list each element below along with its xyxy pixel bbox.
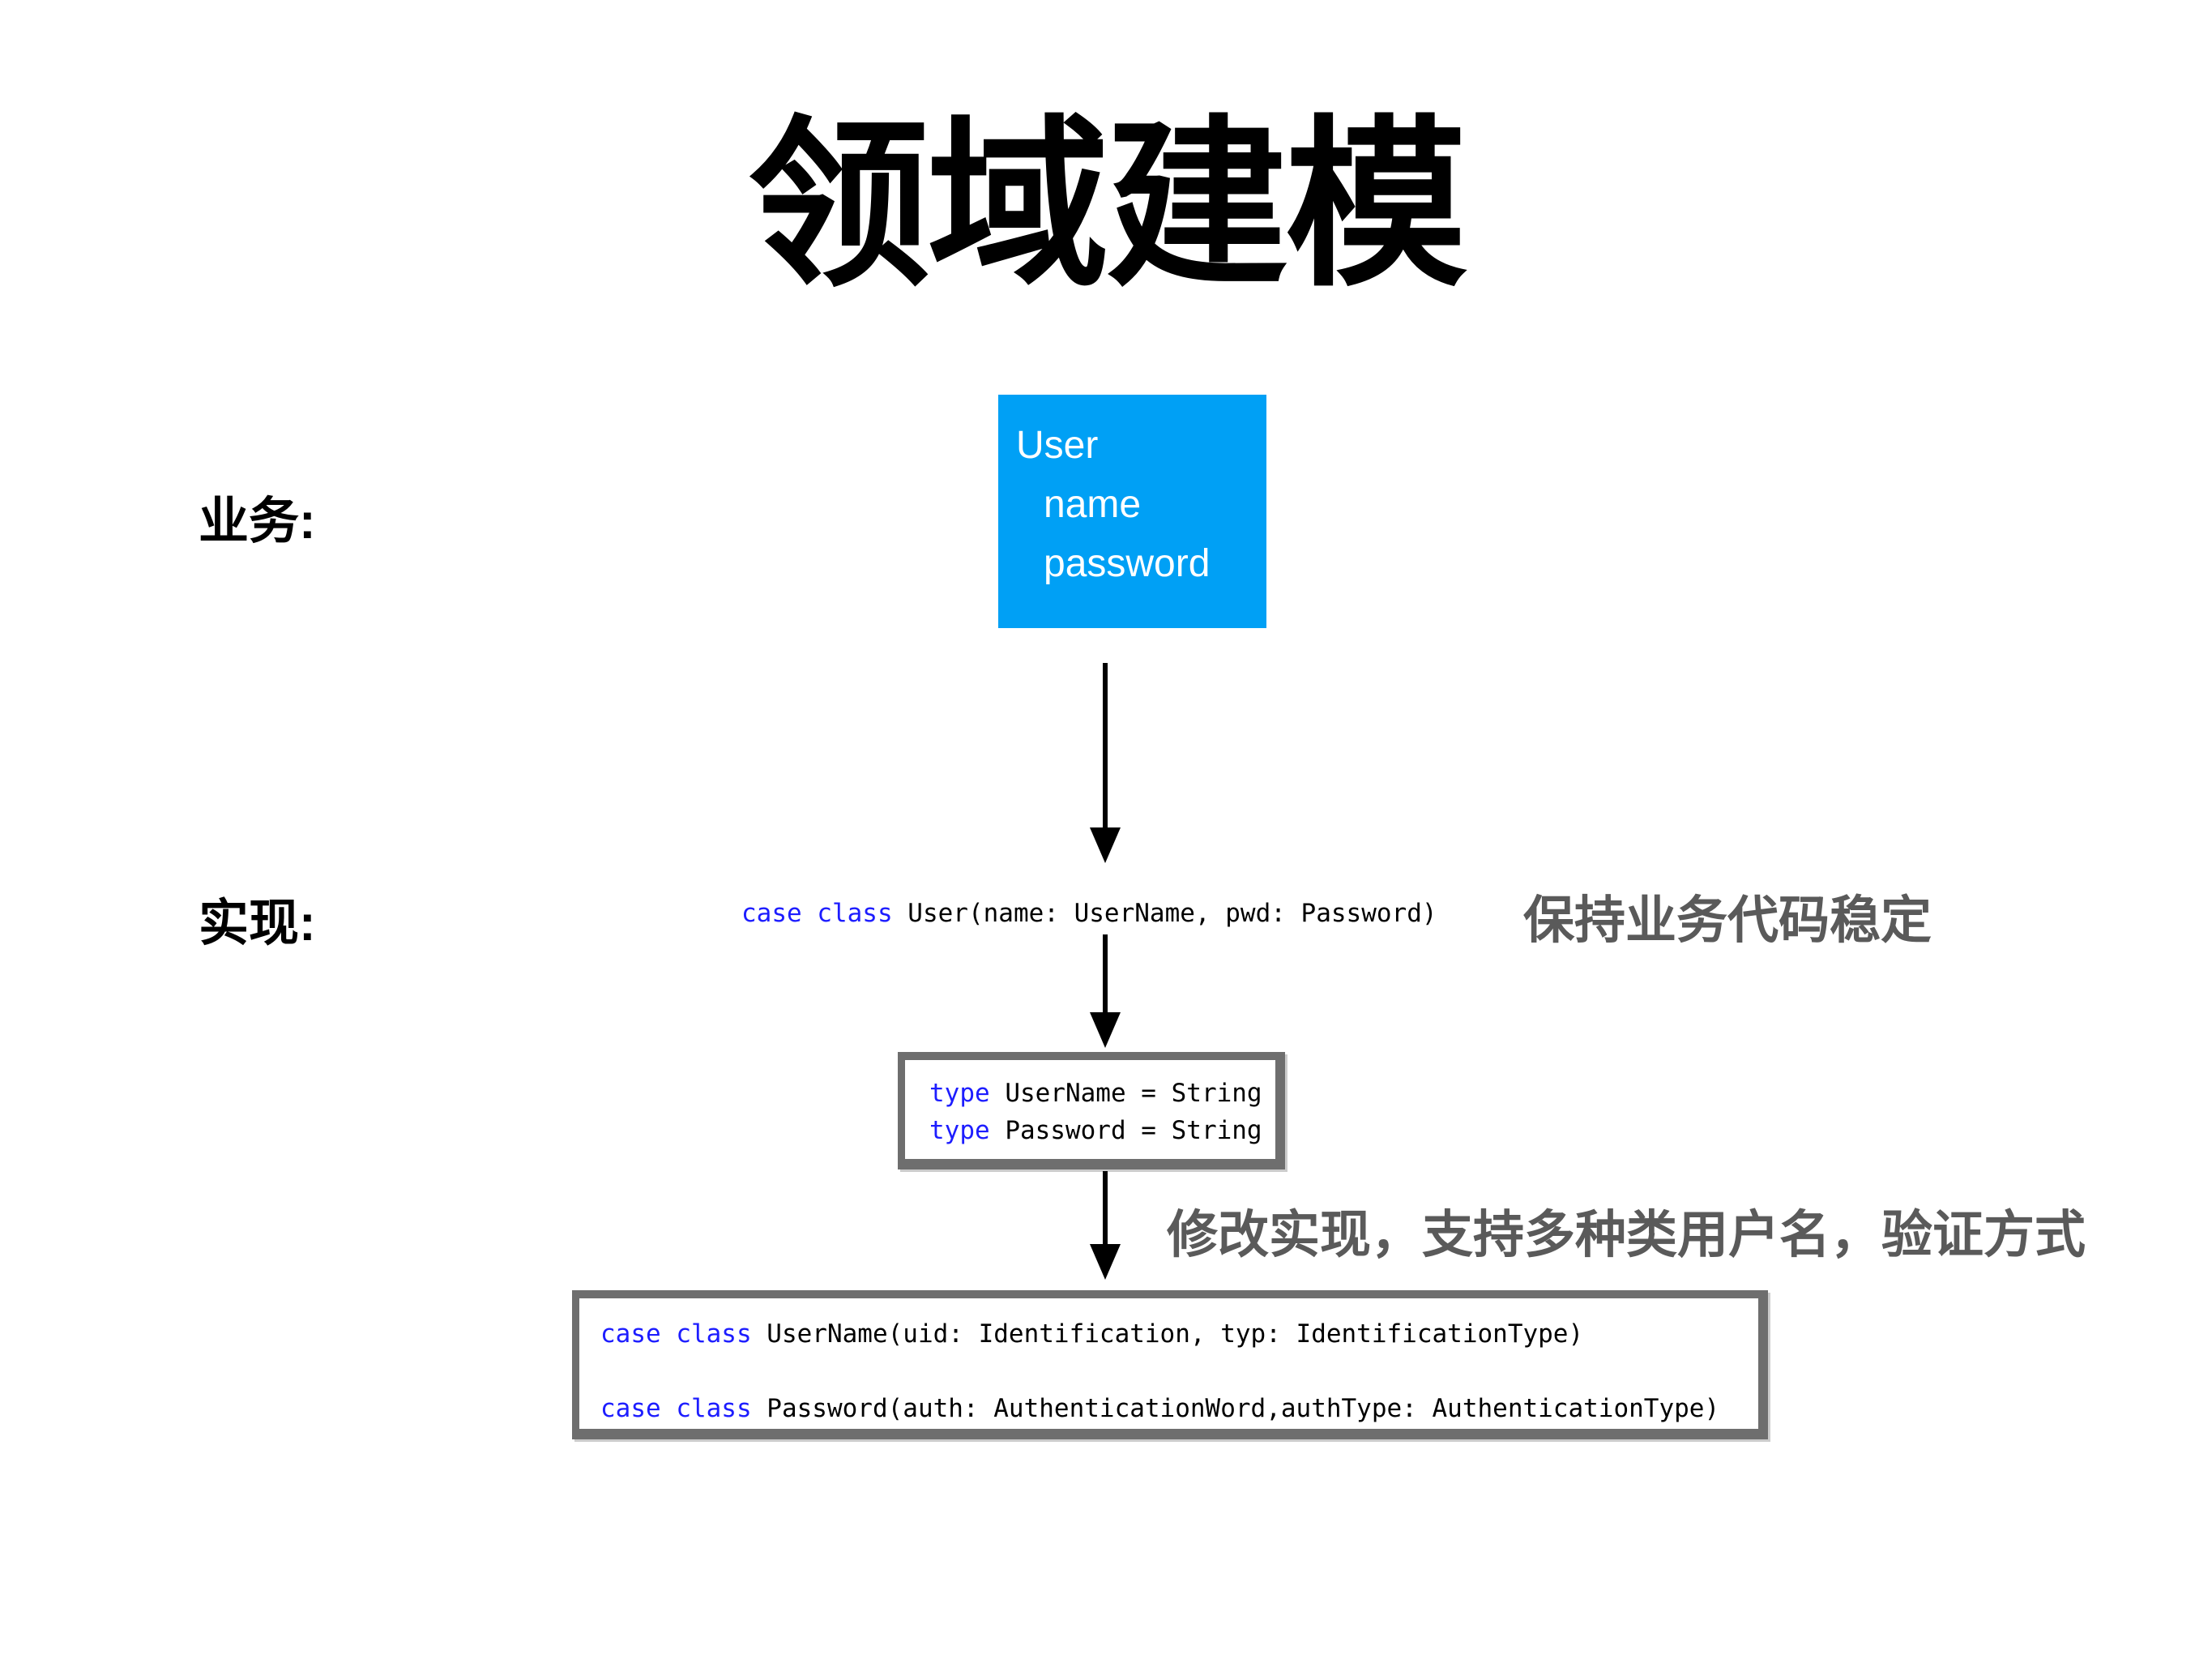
code-body: Password = String — [989, 1116, 1262, 1145]
user-case-class-code: case class User(name: UserName, pwd: Pas… — [741, 897, 1437, 930]
type-alias-password: type Password = String — [929, 1112, 1275, 1149]
case-class-username: case class UserName(uid: Identification,… — [600, 1316, 1758, 1352]
case-class-box: case class UserName(uid: Identification,… — [572, 1290, 1768, 1439]
code-keyword: type — [929, 1079, 990, 1108]
arrow-shaft — [1103, 934, 1108, 1012]
arrow-head — [1090, 1012, 1121, 1048]
implementation-label: 实现: — [199, 896, 316, 951]
entity-name: User — [1016, 424, 1099, 467]
business-label: 业务: — [199, 494, 316, 549]
code-body: UserName = String — [989, 1079, 1262, 1108]
flow-arrow-code-to-types-icon — [1090, 934, 1121, 1048]
code-keyword: case class — [741, 899, 893, 928]
code-body: UserName(uid: Identification, typ: Ident… — [751, 1319, 1584, 1349]
entity-field-password: password — [1044, 542, 1211, 585]
page-title: 领域建模 — [748, 103, 1467, 307]
arrow-shaft — [1103, 663, 1108, 827]
note-keep-business-code-stable: 保持业务代码稳定 — [1523, 892, 1932, 949]
flow-arrow-business-to-code-icon — [1090, 663, 1121, 863]
note-modify-implementation: 修改实现，支持多种类用户名，验证方式 — [1167, 1207, 2086, 1263]
code-keyword: type — [929, 1116, 990, 1145]
code-keyword: case class — [600, 1394, 752, 1423]
type-alias-username: type UserName = String — [929, 1075, 1275, 1112]
arrow-head — [1090, 827, 1121, 863]
entity-field-name: name — [1044, 483, 1142, 526]
case-class-password: case class Password(auth: Authentication… — [600, 1391, 1758, 1426]
arrow-shaft — [1103, 1171, 1108, 1244]
type-alias-box: type UserName = String type Password = S… — [898, 1052, 1285, 1169]
flow-arrow-types-to-caseclasses-icon — [1090, 1171, 1121, 1280]
code-keyword: case class — [600, 1319, 752, 1349]
user-entity-box: User name password — [998, 395, 1266, 628]
arrow-head — [1090, 1244, 1121, 1280]
code-body: User(name: UserName, pwd: Password) — [892, 899, 1437, 928]
code-body: Password(auth: AuthenticationWord,authTy… — [751, 1394, 1720, 1423]
